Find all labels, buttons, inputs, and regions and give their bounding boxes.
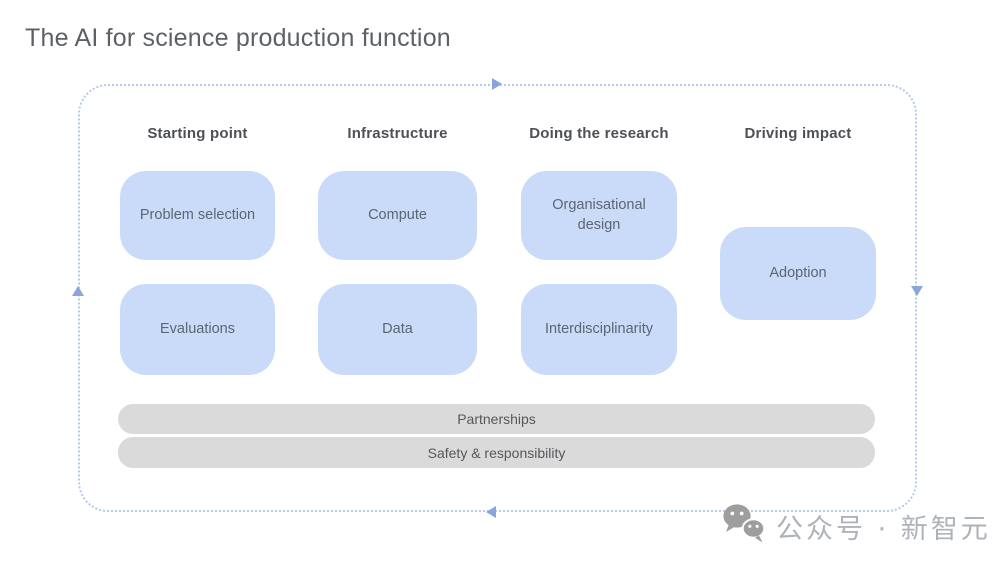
- wechat-icon: [722, 503, 766, 550]
- flow-arrow-right-icon: [492, 78, 502, 90]
- box-adoption: Adoption: [720, 227, 876, 320]
- watermark: 公众号 · 新智元: [722, 503, 991, 550]
- bar-safety-responsibility: Safety & responsibility: [118, 437, 875, 468]
- box-data: Data: [318, 284, 477, 375]
- watermark-text: 公众号 · 新智元: [776, 514, 991, 545]
- flow-arrow-up-icon: [72, 286, 84, 296]
- bar-partnerships: Partnerships: [118, 404, 875, 434]
- column-header-infrastructure: Infrastructure: [347, 125, 448, 142]
- flow-arrow-down-icon: [911, 286, 923, 296]
- box-organisational-design: Organisational design: [521, 171, 677, 260]
- flow-arrow-left-icon: [486, 506, 496, 518]
- box-problem-selection: Problem selection: [120, 171, 275, 260]
- column-header-starting-point: Starting point: [147, 125, 248, 142]
- box-evaluations: Evaluations: [120, 284, 275, 375]
- column-header-driving-impact: Driving impact: [744, 125, 852, 142]
- box-compute: Compute: [318, 171, 477, 260]
- box-interdisciplinarity: Interdisciplinarity: [521, 284, 677, 375]
- page-title: The AI for science production function: [25, 24, 451, 52]
- column-header-doing-the-research: Doing the research: [529, 125, 669, 142]
